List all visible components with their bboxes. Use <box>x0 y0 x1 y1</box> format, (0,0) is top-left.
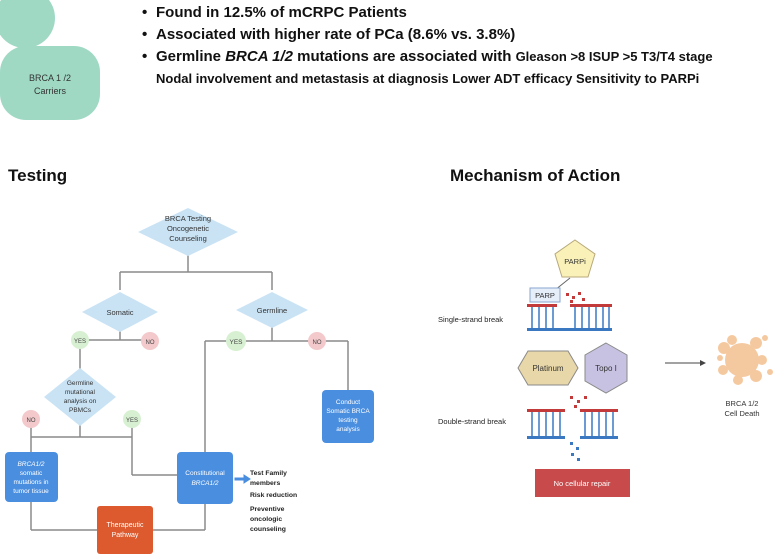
testing-title: Testing <box>8 166 68 185</box>
topo-label: Topo I <box>595 364 617 373</box>
mechanism-title: Mechanism of Action <box>450 166 621 185</box>
analysis-no-text: NO <box>27 418 36 424</box>
somatic-diamond <box>82 292 158 332</box>
topo-hexagon <box>584 342 628 394</box>
somatic-yes-badge <box>71 331 89 349</box>
arrow-right-icon <box>700 360 706 366</box>
analysis-yes-badge <box>123 410 141 428</box>
fact-associations-continued: Nodal involvement and metastasis at diag… <box>156 71 700 86</box>
therapeutic-line1: Therapeutic <box>107 522 144 529</box>
constitutional-line1: Constitutional <box>185 470 225 477</box>
single-strand-label: Single-strand break <box>438 315 503 324</box>
fact-associations: Germline BRCA 1/2 mutations are associat… <box>142 46 778 68</box>
cell-death-line1: BRCA 1/2 <box>726 399 759 408</box>
somatic-no-text: NO <box>146 340 155 346</box>
germline-analysis-line2: mutational <box>65 389 96 396</box>
somatic-mutations-line2: somatic <box>20 470 43 477</box>
conduct-somatic-line2: Somatic BRCA <box>326 408 370 415</box>
outcome-line3: Risk reduction <box>250 492 297 499</box>
germline-analysis-diamond <box>44 368 116 426</box>
therapeutic-line2: Pathway <box>112 532 139 539</box>
testing-flowchart: BRCA Testing Oncogenetic Counseling Soma… <box>5 208 374 554</box>
parp-box <box>529 287 561 303</box>
germline-no-badge <box>308 332 326 350</box>
conduct-somatic-line1: Conduct <box>336 399 360 406</box>
double-strand-fragments-bottom <box>570 442 580 461</box>
carrier-figure: BRCA 1 /2 Carriers <box>0 0 135 125</box>
germline-yes-badge <box>226 331 246 351</box>
brca-testing-line1: BRCA Testing <box>165 214 211 223</box>
germline-analysis-line3: analysis on <box>64 398 97 405</box>
brca-testing-line3: Counseling <box>169 234 207 243</box>
single-strand-fragments <box>566 292 585 303</box>
person-icon <box>0 0 100 120</box>
fact-pca-rate: Associated with higher rate of PCa (8.6%… <box>142 24 778 46</box>
outcome-line6: counseling <box>250 526 286 533</box>
therapeutic-pathway-box <box>97 506 153 554</box>
analysis-yes-text: YES <box>126 418 138 424</box>
key-facts-list: Found in 12.5% of mCRPC Patients Associa… <box>142 2 778 90</box>
platinum-label: Platinum <box>532 364 563 373</box>
double-strand-fragments-top <box>570 396 587 408</box>
somatic-mutations-line1: BRCA1/2 <box>17 461 44 468</box>
parp-label: PARP <box>535 291 555 300</box>
somatic-mutations-box <box>5 452 58 502</box>
constitutional-box <box>177 452 233 504</box>
germline-no-text: NO <box>313 340 322 346</box>
double-strand-dna <box>527 409 618 439</box>
germline-analysis-line1: Germline <box>67 380 94 387</box>
parpi-pentagon <box>554 239 596 278</box>
constitutional-line2: BRCA1/2 <box>191 480 218 487</box>
double-strand-label: Double-strand break <box>438 417 506 426</box>
fact-prevalence: Found in 12.5% of mCRPC Patients <box>142 2 778 24</box>
carrier-label-line2: Carriers <box>33 86 66 96</box>
no-repair-label: No cellular repair <box>554 479 611 488</box>
outcome-line2: members <box>250 480 280 487</box>
somatic-mutations-line4: tumor tissue <box>13 488 49 495</box>
single-strand-dna <box>527 304 612 331</box>
parpi-label: PARPi <box>564 257 586 266</box>
brca-testing-line2: Oncogenetic <box>167 224 209 233</box>
conduct-somatic-box <box>322 390 374 443</box>
outcome-arrow-icon <box>234 474 251 484</box>
cell-death-line2: Cell Death <box>724 409 759 418</box>
conduct-somatic-line3: testing <box>338 417 358 424</box>
analysis-no-badge <box>22 410 40 428</box>
germline-analysis-line4: PBMCs <box>69 407 92 414</box>
no-repair-box <box>535 469 630 497</box>
germline-yes-text: YES <box>229 339 243 346</box>
platinum-hexagon <box>517 350 579 386</box>
somatic-label: Somatic <box>106 308 133 317</box>
outcome-line4: Preventive <box>250 506 285 513</box>
carrier-label-line1: BRCA 1 /2 <box>28 73 72 83</box>
somatic-mutations-line3: mutations in <box>13 479 48 486</box>
germline-diamond <box>236 292 308 328</box>
outcome-line5: oncologic <box>250 516 282 523</box>
conduct-somatic-line4: analysis <box>336 426 360 433</box>
mechanism-diagram: PARPi PARP Single-strand break Platinum … <box>438 239 773 497</box>
cell-death-icon <box>717 335 773 385</box>
outcome-line1: Test Family <box>250 470 287 477</box>
brca-testing-diamond <box>138 208 238 256</box>
germline-label: Germline <box>257 306 287 315</box>
somatic-yes-text: YES <box>74 339 86 345</box>
somatic-no-badge <box>141 332 159 350</box>
